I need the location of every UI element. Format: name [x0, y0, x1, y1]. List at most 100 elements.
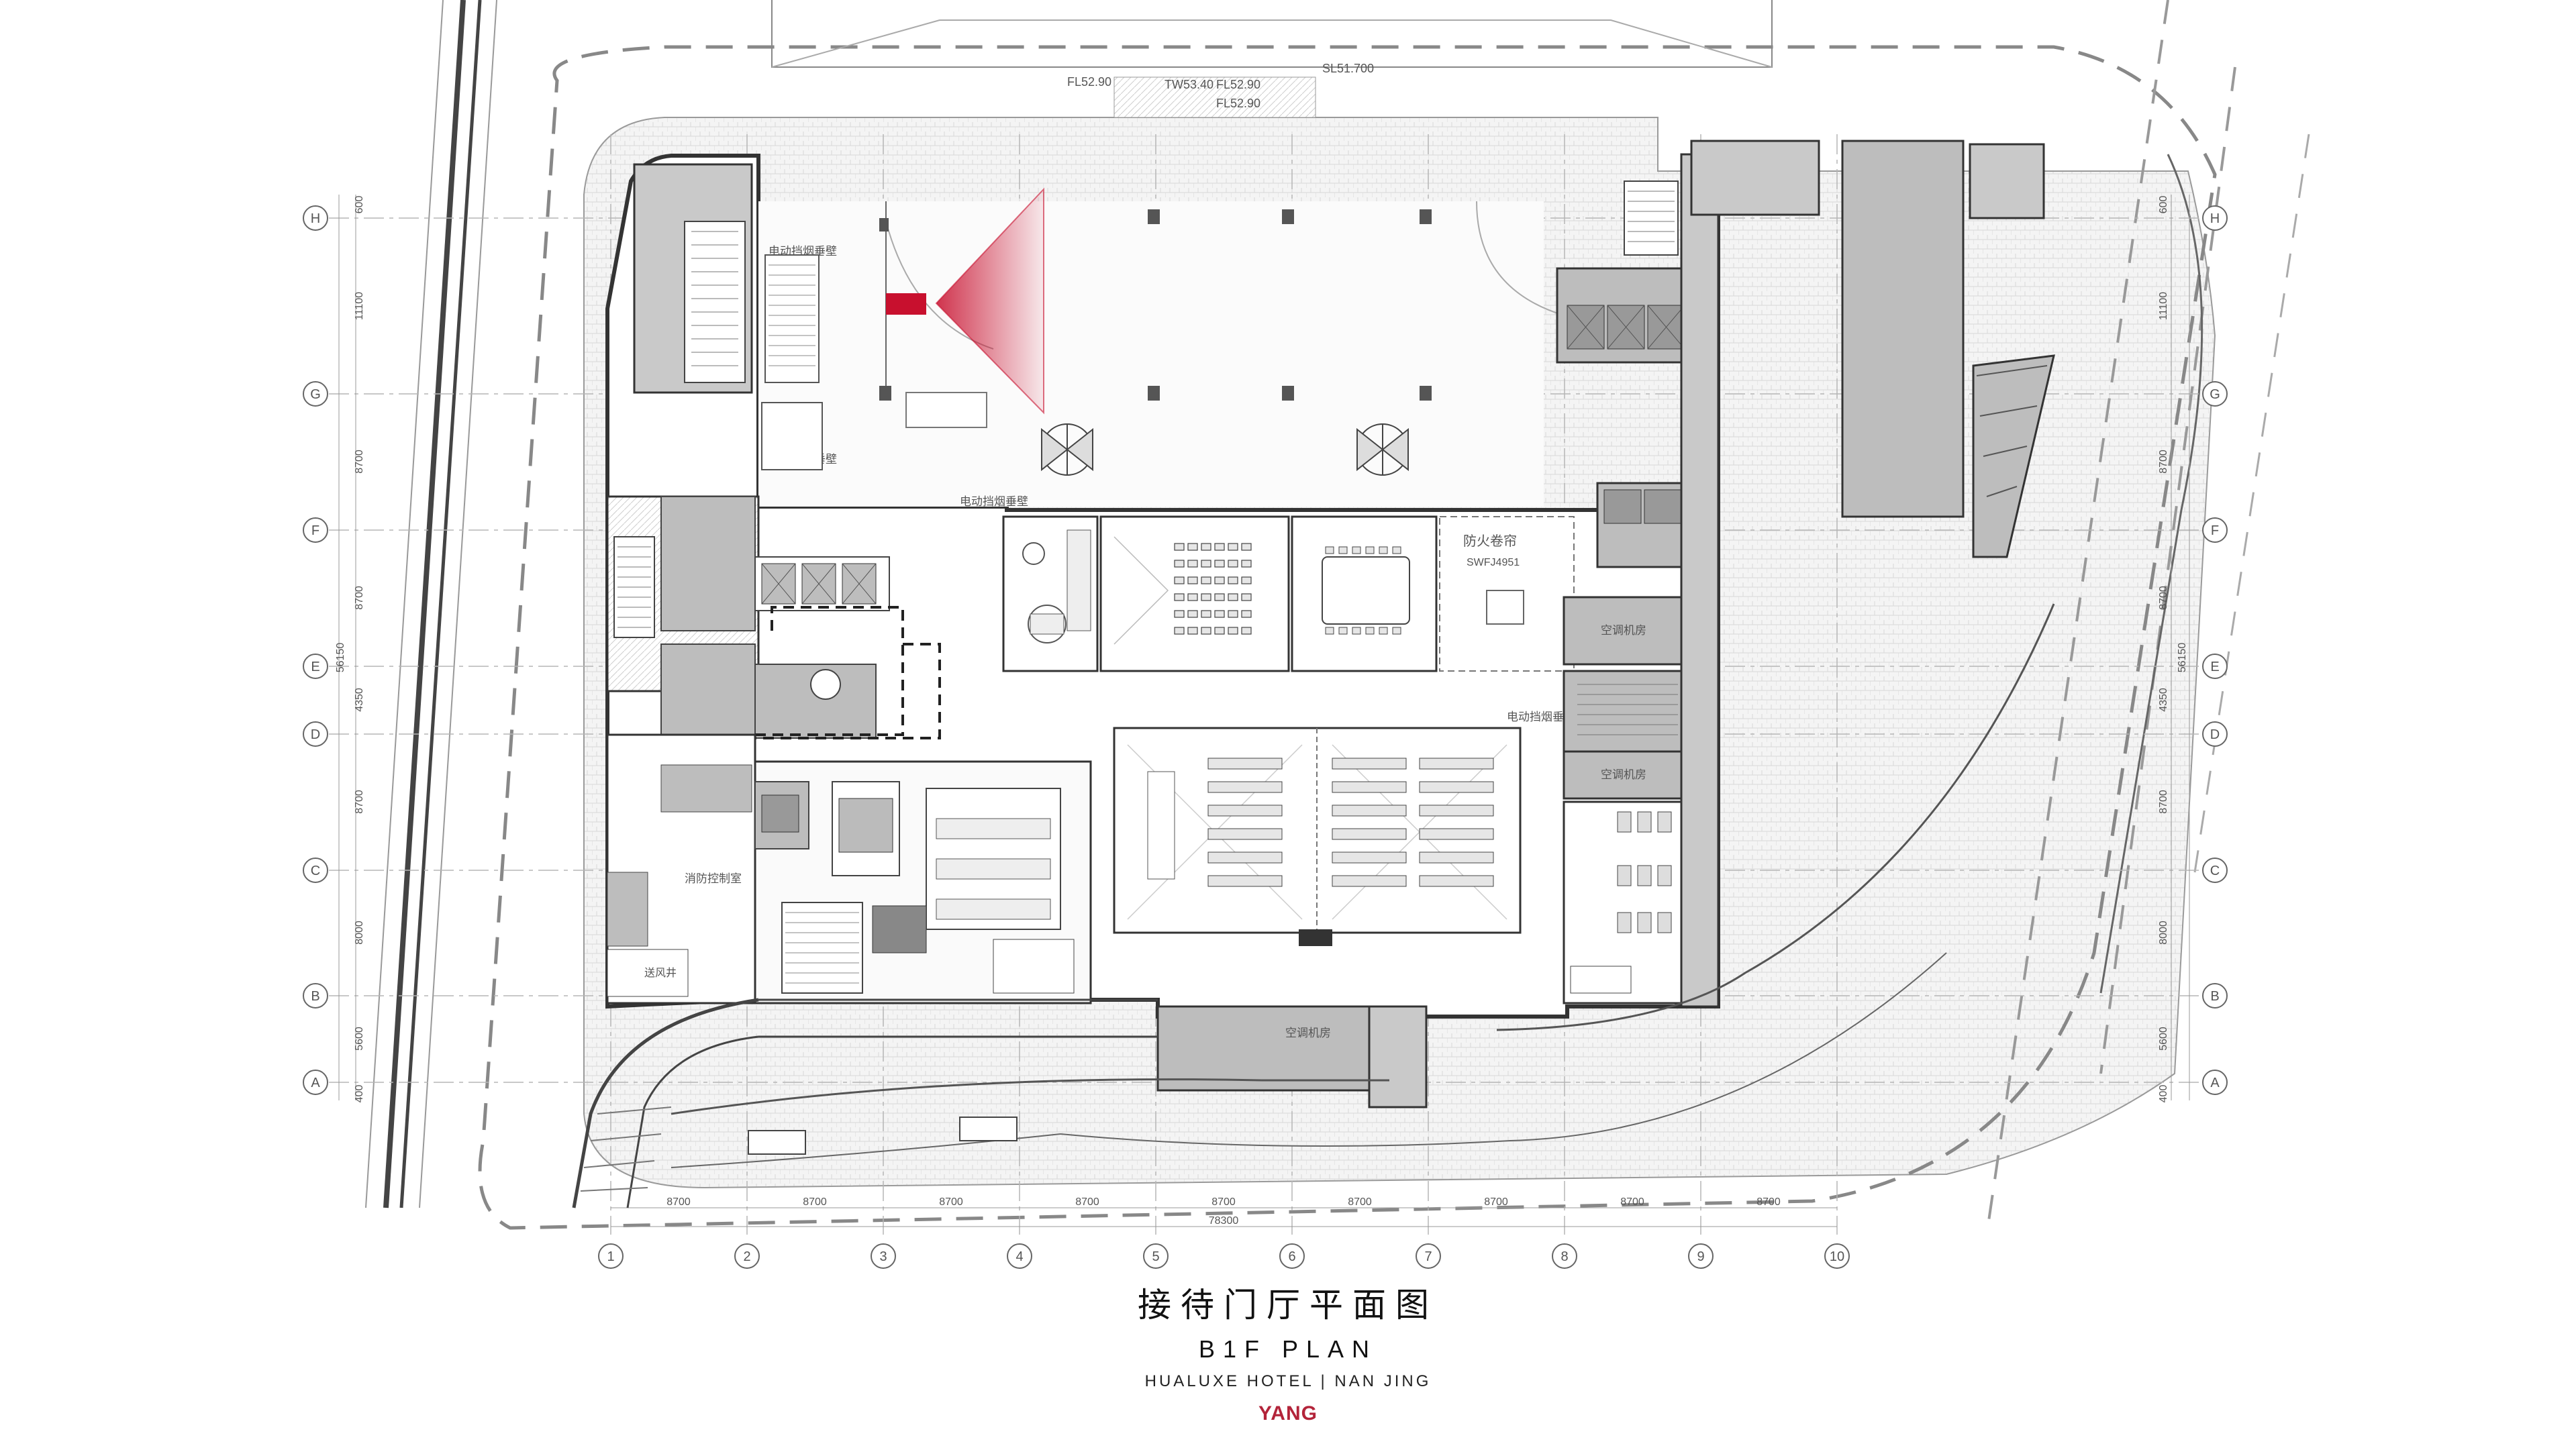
svg-text:8700: 8700 — [354, 450, 365, 474]
grid-bubble-F-right: F — [2202, 517, 2228, 543]
plan-title-cn: 接待门厅平面图 — [1138, 1286, 1438, 1325]
grid-bubble-E: E — [303, 654, 328, 679]
site-boundary-dashed — [478, 45, 2217, 1230]
road-dashed-right-1 — [1985, 0, 2169, 1235]
room-label-ac-east-b: 空调机房 — [1601, 768, 1646, 781]
svg-text:G: G — [310, 387, 321, 402]
row-bubbles-left: H G F E D C B A — [303, 205, 328, 1095]
svg-text:F: F — [311, 523, 319, 538]
grid-bubble-A: A — [303, 1070, 328, 1095]
svg-text:A: A — [2210, 1076, 2220, 1090]
svg-text:3: 3 — [879, 1249, 887, 1264]
core-southwest: 消防控制室 送风井 — [606, 733, 756, 1004]
grid-bubble-H: H — [303, 205, 328, 231]
column-bubbles: 1 2 3 4 5 6 7 8 9 10 — [598, 1243, 1850, 1269]
meeting-room-1 — [1099, 515, 1290, 672]
annex-northeast — [1690, 140, 2055, 558]
grid-bubble-10: 10 — [1824, 1243, 1850, 1269]
row-dimensions-left: 600 11100 8700 8700 4350 8700 8000 5600 … — [335, 195, 365, 1102]
core-east: 空调机房 空调机房 — [1556, 153, 1720, 1008]
svg-text:F: F — [2211, 523, 2219, 538]
svg-text:8700: 8700 — [1484, 1196, 1508, 1208]
svg-text:8700: 8700 — [354, 790, 365, 814]
meeting-room-2 — [1291, 515, 1438, 672]
room-label-ac-east-a: 空调机房 — [1601, 624, 1646, 637]
svg-text:8000: 8000 — [354, 921, 365, 945]
svg-text:400: 400 — [2158, 1085, 2169, 1103]
revolving-doors — [1041, 423, 1409, 476]
grid-bubble-6: 6 — [1279, 1243, 1305, 1269]
svg-text:8700: 8700 — [1075, 1196, 1099, 1208]
svg-text:8: 8 — [1561, 1249, 1568, 1264]
svg-text:11100: 11100 — [354, 292, 365, 320]
svg-text:D: D — [2210, 727, 2220, 742]
svg-text:600: 600 — [354, 196, 365, 214]
svg-text:5600: 5600 — [354, 1027, 365, 1051]
grid-bubble-H-right: H — [2202, 205, 2228, 231]
svg-text:8700: 8700 — [2158, 790, 2169, 814]
svg-text:56150: 56150 — [2177, 643, 2188, 673]
grid-bubble-5: 5 — [1143, 1243, 1169, 1269]
grid-bubble-G-right: G — [2202, 381, 2228, 407]
svg-text:400: 400 — [354, 1085, 365, 1103]
svg-text:5600: 5600 — [2158, 1027, 2169, 1051]
top-plaza: SL51.700 TW53.40 FL52.90 FL52.90 FL52.90 — [771, 0, 1773, 118]
svg-text:8700: 8700 — [1620, 1196, 1644, 1208]
svg-text:600: 600 — [2158, 196, 2169, 214]
left-road — [365, 0, 497, 1208]
svg-text:2: 2 — [743, 1249, 750, 1264]
spot-level-tw: TW53.40 — [1165, 78, 1213, 91]
svg-text:4: 4 — [1015, 1249, 1023, 1264]
spot-level-fl-b: FL52.90 — [1216, 78, 1260, 91]
road-dashed-right-3 — [2193, 134, 2310, 873]
svg-text:4350: 4350 — [2158, 688, 2169, 712]
grid-bubble-9: 9 — [1688, 1243, 1714, 1269]
fire-shutter-label: 防火卷帘 — [1463, 533, 1517, 549]
grid-bubble-A-right: A — [2202, 1070, 2228, 1095]
grid-bubble-G: G — [303, 381, 328, 407]
plan-title-en: B1F PLAN — [1198, 1335, 1378, 1363]
grid-bubble-2: 2 — [734, 1243, 760, 1269]
svg-text:10: 10 — [1830, 1249, 1844, 1264]
service-strip-south: 空调机房 — [1156, 1005, 1428, 1108]
grid-bubble-1: 1 — [598, 1243, 624, 1269]
spot-level-sl: SL51.700 — [1322, 62, 1374, 75]
svg-text:8700: 8700 — [1756, 1196, 1781, 1208]
grid-bubble-3: 3 — [871, 1243, 896, 1269]
grid-bubble-E-right: E — [2202, 654, 2228, 679]
svg-text:11100: 11100 — [2158, 292, 2169, 320]
svg-text:5: 5 — [1152, 1249, 1159, 1264]
south-ramp — [572, 603, 2055, 1208]
prefunction-area: 防火卷帘 SWFJ4951 — [1439, 516, 1575, 672]
room-label-fan-shaft: 送风井 — [644, 967, 677, 979]
grid-bubble-C-right: C — [2202, 858, 2228, 883]
svg-text:H: H — [2210, 211, 2220, 226]
svg-text:8700: 8700 — [354, 586, 365, 610]
core-northwest — [633, 163, 823, 470]
plan-subtitle: HUALUXE HOTEL | NAN JING — [1144, 1372, 1432, 1390]
brand-logo: YANG — [1258, 1402, 1318, 1425]
kitchen-block — [754, 760, 1092, 1004]
svg-text:8700: 8700 — [2158, 450, 2169, 474]
grid-bubble-B-right: B — [2202, 983, 2228, 1009]
svg-text:E: E — [311, 660, 319, 674]
svg-text:B: B — [2210, 989, 2219, 1004]
grid-bubble-8: 8 — [1552, 1243, 1577, 1269]
svg-text:G: G — [2210, 387, 2220, 402]
lobby-north — [758, 201, 1565, 507]
svg-text:7: 7 — [1424, 1249, 1432, 1264]
svg-text:D: D — [311, 727, 320, 742]
svg-text:4350: 4350 — [354, 688, 365, 712]
svg-text:H: H — [311, 211, 320, 226]
svg-text:8700: 8700 — [666, 1196, 691, 1208]
spot-level-fl-c: FL52.90 — [1216, 97, 1260, 110]
view-cone-marker — [886, 187, 1044, 415]
room-label-ac-south: 空调机房 — [1285, 1027, 1331, 1039]
fire-shutter-code: SWFJ4951 — [1467, 557, 1520, 568]
svg-text:B: B — [311, 989, 319, 1004]
road-curve-right — [2099, 154, 2203, 994]
svg-text:9: 9 — [1697, 1249, 1704, 1264]
smoke-screen-label-c: 电动挡烟垂壁 — [960, 495, 1028, 508]
road-dashed-right-2 — [2099, 66, 2236, 1074]
